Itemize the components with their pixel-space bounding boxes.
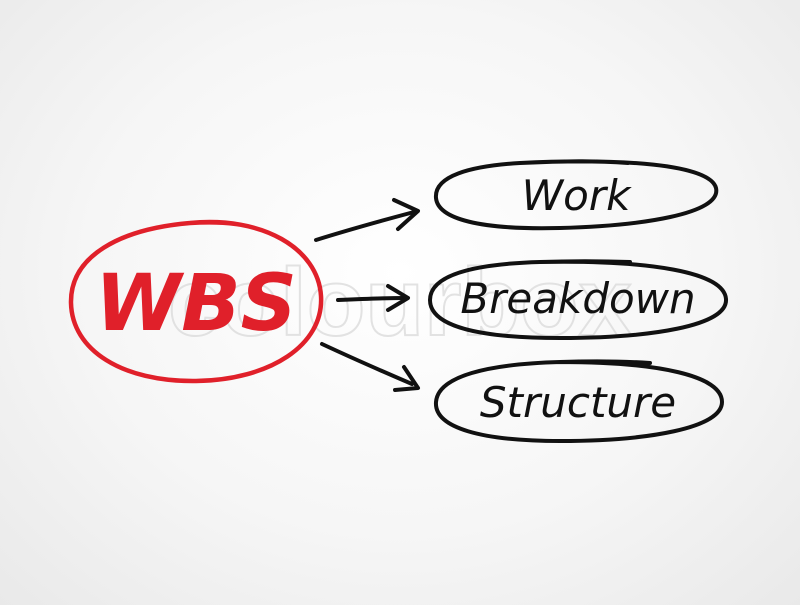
arrow-to-structure bbox=[320, 342, 420, 392]
arrow-to-breakdown bbox=[336, 284, 410, 312]
node-structure-label: Structure bbox=[480, 378, 676, 427]
node-work-label: Work bbox=[522, 171, 632, 220]
node-work: Work bbox=[433, 159, 719, 231]
center-node-outline bbox=[68, 219, 324, 384]
arrow-to-work bbox=[314, 198, 420, 242]
node-breakdown-outline bbox=[427, 259, 729, 341]
node-work-outline bbox=[433, 159, 719, 231]
node-structure-outline bbox=[433, 359, 725, 444]
node-breakdown: Breakdown bbox=[427, 259, 729, 341]
node-breakdown-label: Breakdown bbox=[460, 274, 695, 323]
center-node-label: WBS bbox=[95, 259, 297, 349]
node-structure: Structure bbox=[433, 359, 725, 444]
center-node-wbs: WBS bbox=[68, 219, 324, 384]
